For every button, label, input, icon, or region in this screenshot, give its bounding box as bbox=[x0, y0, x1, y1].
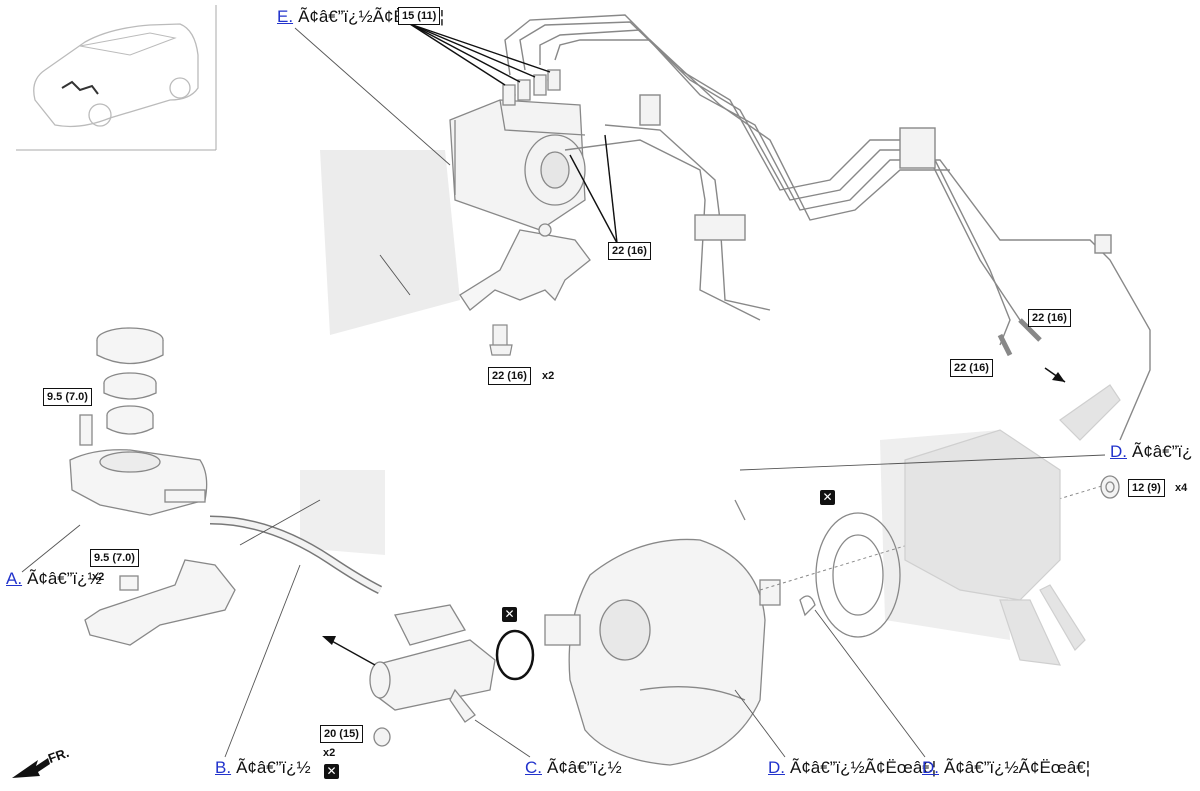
torque-abs-lines: 22 (16) bbox=[608, 242, 651, 260]
label-d-top: D.Ã¢â€”ï¿ bbox=[1110, 442, 1193, 461]
pedal-assembly bbox=[904, 384, 1121, 666]
qty-mc-nut: x2 bbox=[323, 747, 336, 759]
label-b: B.Ã¢â€”ï¿½ bbox=[215, 758, 311, 777]
torque-mc-nut: 20 (15) bbox=[320, 725, 363, 743]
link-c[interactable]: C. bbox=[525, 758, 542, 777]
mc-mount-nut bbox=[373, 727, 391, 747]
link-b[interactable]: B. bbox=[215, 758, 232, 777]
label-d-bottom: D.Ã¢â€”ï¿½Ã¢Ëœâ€¦ bbox=[768, 758, 937, 777]
front-arrow-icon bbox=[12, 758, 50, 778]
replace-part-icon: ✕ bbox=[502, 607, 517, 622]
link-d-bottom-2[interactable]: D. bbox=[922, 758, 939, 777]
vehicle-inset bbox=[16, 5, 217, 151]
link-d-top[interactable]: D. bbox=[1110, 442, 1127, 461]
abs-bracket-bolt bbox=[489, 324, 513, 356]
qty-booster-nut: x4 bbox=[1175, 482, 1188, 494]
link-d-bottom[interactable]: D. bbox=[768, 758, 785, 777]
reservoir-bracket bbox=[84, 559, 236, 646]
qty-bracket-bolt: x2 bbox=[542, 370, 555, 382]
booster-gasket bbox=[815, 512, 901, 638]
torque-bracket-bolt: 22 (16) bbox=[488, 367, 531, 385]
brake-lines bbox=[504, 14, 1151, 441]
torque-line-right-1: 22 (16) bbox=[1028, 309, 1071, 327]
replace-part-icon: ✕ bbox=[820, 490, 835, 505]
replace-part-icon: ✕ bbox=[324, 764, 339, 779]
master-cylinder bbox=[369, 604, 496, 723]
booster-mount-nut bbox=[1100, 475, 1120, 499]
torque-bracket-bolt-left: 9.5 (7.0) bbox=[90, 549, 139, 567]
label-c: C.Ã¢â€”ï¿½ bbox=[525, 758, 622, 777]
qty-reservoir-bolt: x2 bbox=[92, 571, 105, 583]
label-d-bottom-2: D.Ã¢â€”ï¿½Ã¢Ëœâ€¦ bbox=[922, 758, 1091, 777]
torque-booster-nut: 12 (9) bbox=[1128, 479, 1165, 497]
link-e[interactable]: E. bbox=[277, 7, 294, 26]
abs-modulator bbox=[449, 69, 591, 311]
booster-clip bbox=[734, 499, 816, 617]
o-ring bbox=[495, 629, 535, 681]
link-a[interactable]: A. bbox=[6, 569, 23, 588]
torque-abs-top: 15 (11) bbox=[398, 7, 441, 25]
brake-booster bbox=[544, 538, 781, 766]
brake-fluid-reservoir bbox=[69, 327, 208, 516]
torque-line-right-2: 22 (16) bbox=[950, 359, 993, 377]
torque-reservoir-bolt: 9.5 (7.0) bbox=[43, 388, 92, 406]
label-a: A.Ã¢â€”ï¿½ bbox=[6, 569, 102, 588]
